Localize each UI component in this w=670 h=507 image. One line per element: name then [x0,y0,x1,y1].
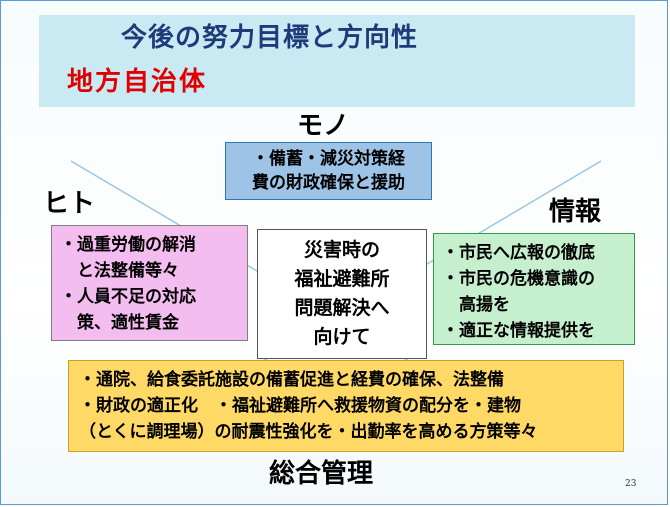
hito-label: ヒト [43,189,96,219]
center-line: 福祉避難所 [294,268,390,290]
mono-line: 費の財政確保と援助 [252,173,405,193]
jouhou-line: ・市民の危機意識の [442,269,595,289]
center-line: 災害時の [303,239,380,261]
sougou-line: ・通院、給食委託施設の備蓄促進と経費の確保、法整備 [79,370,504,390]
center-line: 問題解決へ [294,297,390,319]
hito-line: ・人員不足の対応 [60,287,196,307]
hito-box: ・過重労働の解消 と法整備等々 ・人員不足の対応 策、適性賃金 [51,225,248,341]
page-number: 23 [625,479,637,489]
slide-title: 今後の努力目標と方向性 [121,23,419,53]
jouhou-line: ・適正な情報提供を [442,321,595,341]
sougou-line: （とくに調理場）の耐震性強化を・出勤率を高める方策等々 [79,422,538,442]
center-box: 災害時の 福祉避難所 問題解決へ 向けて [257,229,427,359]
mono-box: ・備蓄・減災対策経 費の財政確保と援助 [225,142,432,200]
jouhou-line: 高揚を [442,295,510,315]
jouhou-line: ・市民へ広報の徹底 [442,243,595,263]
mono-label: モノ [297,111,350,141]
sougou-line: ・財政の適正化 ・福祉避難所へ救援物資の配分を・建物 [79,396,521,416]
header-band [39,15,635,107]
center-line: 向けて [313,326,371,348]
slide-subtitle: 地方自治体 [67,67,208,97]
jouhou-box: ・市民へ広報の徹底 ・市民の危機意識の 高揚を ・適正な情報提供を [433,233,635,345]
sougou-label: 総合管理 [269,459,374,489]
hito-line: 策、適性賃金 [60,313,179,333]
hito-line: と法整備等々 [60,261,179,281]
jouhou-label: 情報 [549,197,602,227]
hito-line: ・過重労働の解消 [60,235,196,255]
mono-line: ・備蓄・減災対策経 [252,149,405,169]
sougou-box: ・通院、給食委託施設の備蓄促進と経費の確保、法整備 ・財政の適正化 ・福祉避難所… [68,360,624,452]
